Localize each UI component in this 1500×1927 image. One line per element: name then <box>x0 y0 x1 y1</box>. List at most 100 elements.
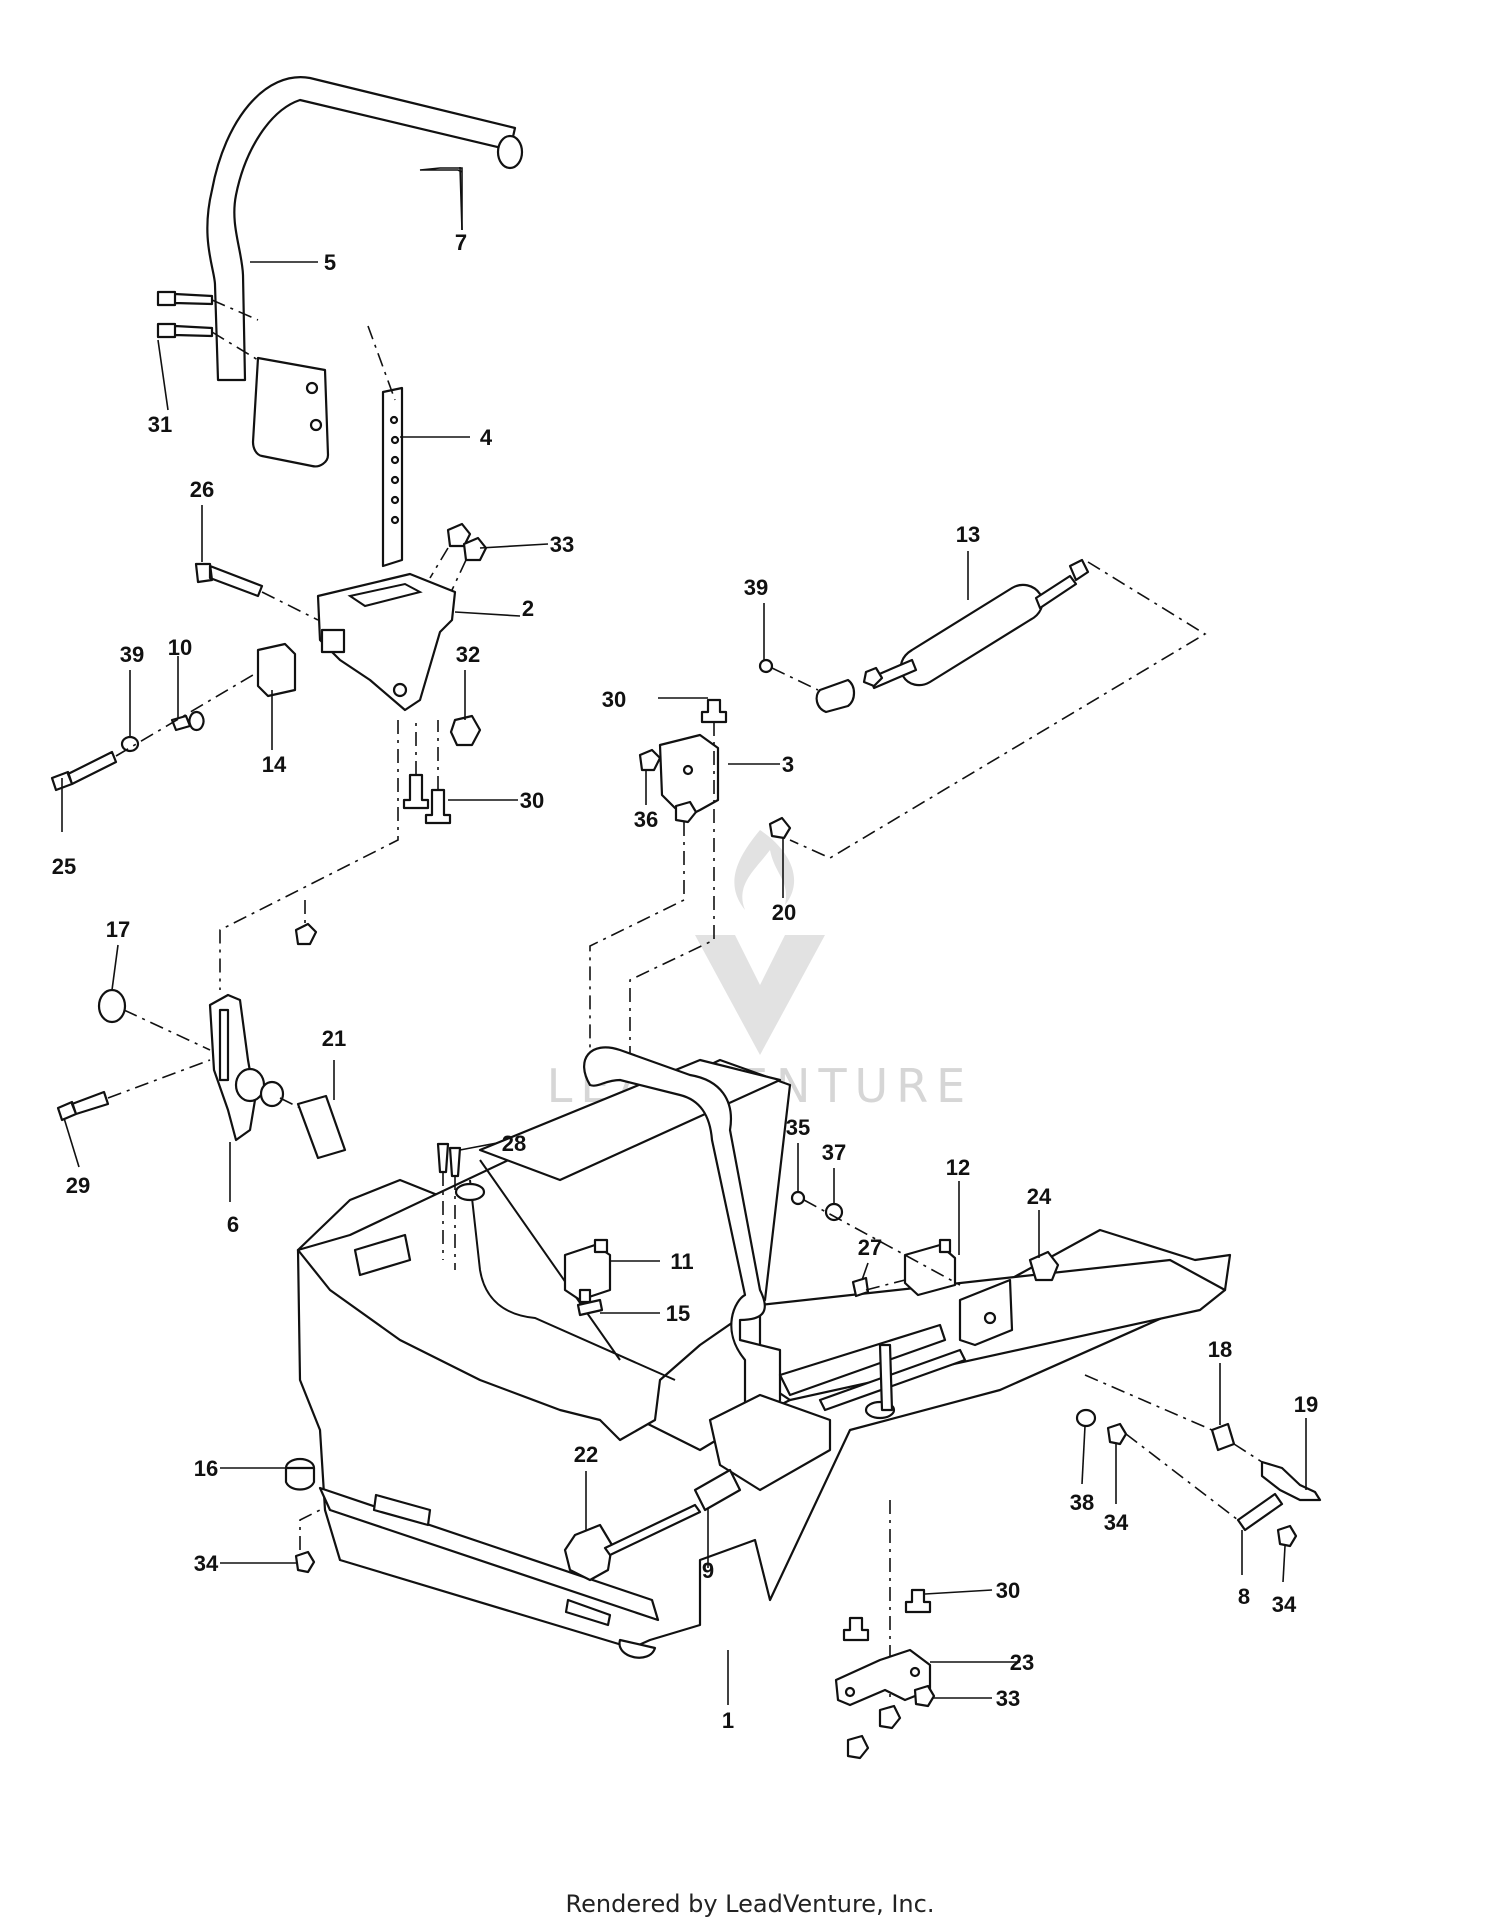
frame-slot <box>372 1493 432 1527</box>
rivet <box>448 1146 462 1178</box>
callout-34-middle: 34 <box>1104 1510 1129 1535</box>
callout-6: 6 <box>227 1212 239 1237</box>
frame-inner-edge <box>469 1159 676 1381</box>
bumper-pad-body <box>284 1466 316 1491</box>
jam-nut <box>862 666 884 688</box>
flange-bolt <box>402 773 430 810</box>
callout-39-left: 39 <box>120 642 144 667</box>
bolt-27 <box>851 1276 870 1298</box>
lever-mount-plate <box>251 356 330 468</box>
ball-stud-20 <box>768 816 792 840</box>
bracket-23 <box>834 1588 936 1760</box>
bracket-hole <box>682 764 694 776</box>
callout-11: 11 <box>670 1249 693 1274</box>
switch-terminal <box>593 1238 609 1254</box>
callout-26: 26 <box>190 477 214 502</box>
callout-33-bottom: 33 <box>996 1686 1020 1711</box>
frame-flange <box>318 1486 660 1622</box>
callout-21: 21 <box>322 1026 346 1051</box>
callout-2: 2 <box>522 596 534 621</box>
assembly-axis <box>219 720 399 990</box>
lever-grip <box>206 76 517 382</box>
right-hardware <box>1075 1374 1322 1548</box>
callout-1: 1 <box>722 1708 734 1733</box>
bolts-30-left <box>402 720 452 825</box>
bracket-hole <box>844 1686 856 1698</box>
adjust-hole <box>390 455 400 465</box>
bolt-26 <box>194 562 319 621</box>
lever-clamp <box>708 1393 832 1492</box>
damper-13 <box>758 558 1207 859</box>
frame-slot <box>353 1233 412 1277</box>
frame-slot <box>564 1598 612 1627</box>
spring-9 <box>693 1468 742 1512</box>
callout-16: 16 <box>194 1456 218 1481</box>
flange-nut-33 <box>913 1684 936 1708</box>
bumper-axis <box>299 1509 321 1550</box>
callout-35: 35 <box>786 1115 810 1140</box>
adjust-hole <box>389 415 399 425</box>
callout-22: 22 <box>574 1442 598 1467</box>
callout-28: 28 <box>502 1131 526 1156</box>
flame-logo-icon <box>734 830 795 910</box>
damper-axis <box>771 561 1207 859</box>
callout-37: 37 <box>822 1140 846 1165</box>
callout-25: 25 <box>52 854 76 879</box>
flange-bolt <box>424 788 452 825</box>
mount-bracket-3 <box>589 698 792 1070</box>
callout-30-top: 30 <box>602 687 626 712</box>
callout-13: 13 <box>956 522 980 547</box>
bracket-slot <box>347 582 423 608</box>
callout-30-left: 30 <box>520 788 544 813</box>
callout-8: 8 <box>1238 1584 1250 1609</box>
switch-terminal <box>938 1238 952 1254</box>
bolt <box>156 290 214 307</box>
flange-nut <box>446 522 472 548</box>
pivot-bushing <box>234 1067 266 1103</box>
flange-bolt <box>842 1616 870 1642</box>
grip-end-cap <box>496 134 524 170</box>
switch-12 <box>790 1190 1014 1347</box>
callout-4: 4 <box>480 425 493 450</box>
nut-35 <box>790 1190 806 1206</box>
callout-19: 19 <box>1294 1392 1318 1417</box>
pivot-slot <box>218 1008 230 1082</box>
flange-bolt <box>700 698 728 724</box>
flange-bolt-30 <box>904 1588 932 1614</box>
callout-3: 3 <box>782 752 794 777</box>
nut-axis <box>429 547 467 591</box>
bolt-axis <box>211 299 259 361</box>
hex-nut <box>674 800 698 824</box>
callout-34-right: 34 <box>1272 1592 1297 1617</box>
lever-arm-assembly <box>563 1046 967 1582</box>
callout-10: 10 <box>168 635 192 660</box>
bolt-25 <box>50 750 118 792</box>
callout-33-top: 33 <box>550 532 574 557</box>
adjust-hole <box>390 435 400 445</box>
bracket-body <box>316 572 457 712</box>
damper-rod <box>1034 574 1078 610</box>
link-rod <box>778 1323 947 1397</box>
pivot-axis <box>107 1009 301 1109</box>
knob-shaft <box>603 1503 702 1557</box>
bolt <box>878 1343 894 1412</box>
v-logo-icon <box>695 935 825 1055</box>
callout-20: 20 <box>772 900 796 925</box>
washer <box>188 710 205 731</box>
hex-nut-36 <box>638 748 662 772</box>
bracket-hole <box>909 1666 921 1678</box>
nut-34 <box>294 1550 316 1574</box>
bushing-17 <box>97 988 127 1024</box>
callout-27: 27 <box>858 1235 882 1260</box>
switch-terminal <box>578 1288 592 1304</box>
callout-15: 15 <box>666 1301 690 1326</box>
bolt-29 <box>56 1090 110 1122</box>
bracket-hole <box>392 682 408 698</box>
callout-38: 38 <box>1070 1490 1094 1515</box>
bracket-axis <box>589 722 715 1070</box>
washer-37 <box>824 1202 844 1222</box>
adjust-hole <box>390 515 400 525</box>
flange-nut <box>846 1734 870 1760</box>
callout-34-left: 34 <box>194 1551 219 1576</box>
